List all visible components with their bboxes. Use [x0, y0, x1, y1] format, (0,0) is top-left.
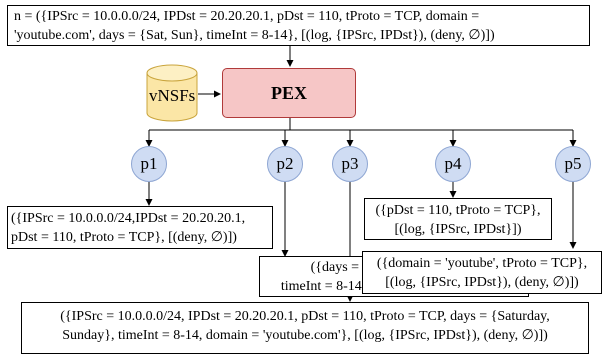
input-policy-line-1: n = ({IPSrc = 10.0.0.0/24, IPDst = 20.20…: [14, 9, 480, 24]
vnsfs-label: vNSFs: [149, 86, 196, 105]
policy-box-p5-line-2: [(log, {IPSrc, IPDst}), (deny, ∅)]): [385, 275, 579, 290]
node-p5-label: p5: [564, 154, 582, 173]
input-policy-line-2: 'youtube.com', days = {Sat, Sun}, timeIn…: [14, 28, 495, 43]
node-p4-label: p4: [444, 154, 462, 173]
policy-box-p1-line-1: ({IPSrc = 10.0.0.0/24,IPDst = 20.20.20.1…: [11, 211, 246, 226]
node-p2: p2: [267, 146, 303, 182]
policy-box-p5: ({domain = 'youtube', tProto = TCP}, [(l…: [362, 251, 602, 294]
policy-box-p3-line-1: ({IPSrc = 10.0.0.0/24, IPDst = 20.20.20.…: [60, 309, 550, 324]
policy-box-p1-line-2: pDst = 110, tProto = TCP}, [(deny, ∅)]): [11, 230, 237, 245]
pex-block: PEX: [222, 68, 356, 118]
policy-box-p1: ({IPSrc = 10.0.0.0/24,IPDst = 20.20.20.1…: [7, 206, 273, 249]
input-policy-box: n = ({IPSrc = 10.0.0.0/24, IPDst = 20.20…: [7, 5, 590, 46]
node-p5: p5: [555, 146, 591, 182]
policy-box-p4: ({pDst = 110, tProto = TCP}, [(log, {IPS…: [364, 198, 552, 240]
pex-label: PEX: [271, 82, 307, 103]
node-p3-label: p3: [341, 154, 359, 173]
node-p1-label: p1: [140, 154, 158, 173]
policy-box-p5-line-1: ({domain = 'youtube', tProto = TCP},: [376, 256, 588, 271]
database-icon: [146, 64, 198, 122]
policy-box-p3: ({IPSrc = 10.0.0.0/24, IPDst = 20.20.20.…: [21, 302, 589, 354]
node-p3: p3: [332, 146, 368, 182]
policy-box-p3-line-2: Sunday}, timeInt = 8-14, domain = 'youtu…: [62, 328, 548, 343]
node-p2-label: p2: [276, 154, 294, 173]
policy-box-p4-line-1: ({pDst = 110, tProto = TCP},: [375, 203, 541, 218]
policy-box-p4-line-2: [(log, {IPSrc, IPDst}]): [394, 222, 522, 237]
node-p1: p1: [131, 146, 167, 182]
node-p4: p4: [435, 146, 471, 182]
